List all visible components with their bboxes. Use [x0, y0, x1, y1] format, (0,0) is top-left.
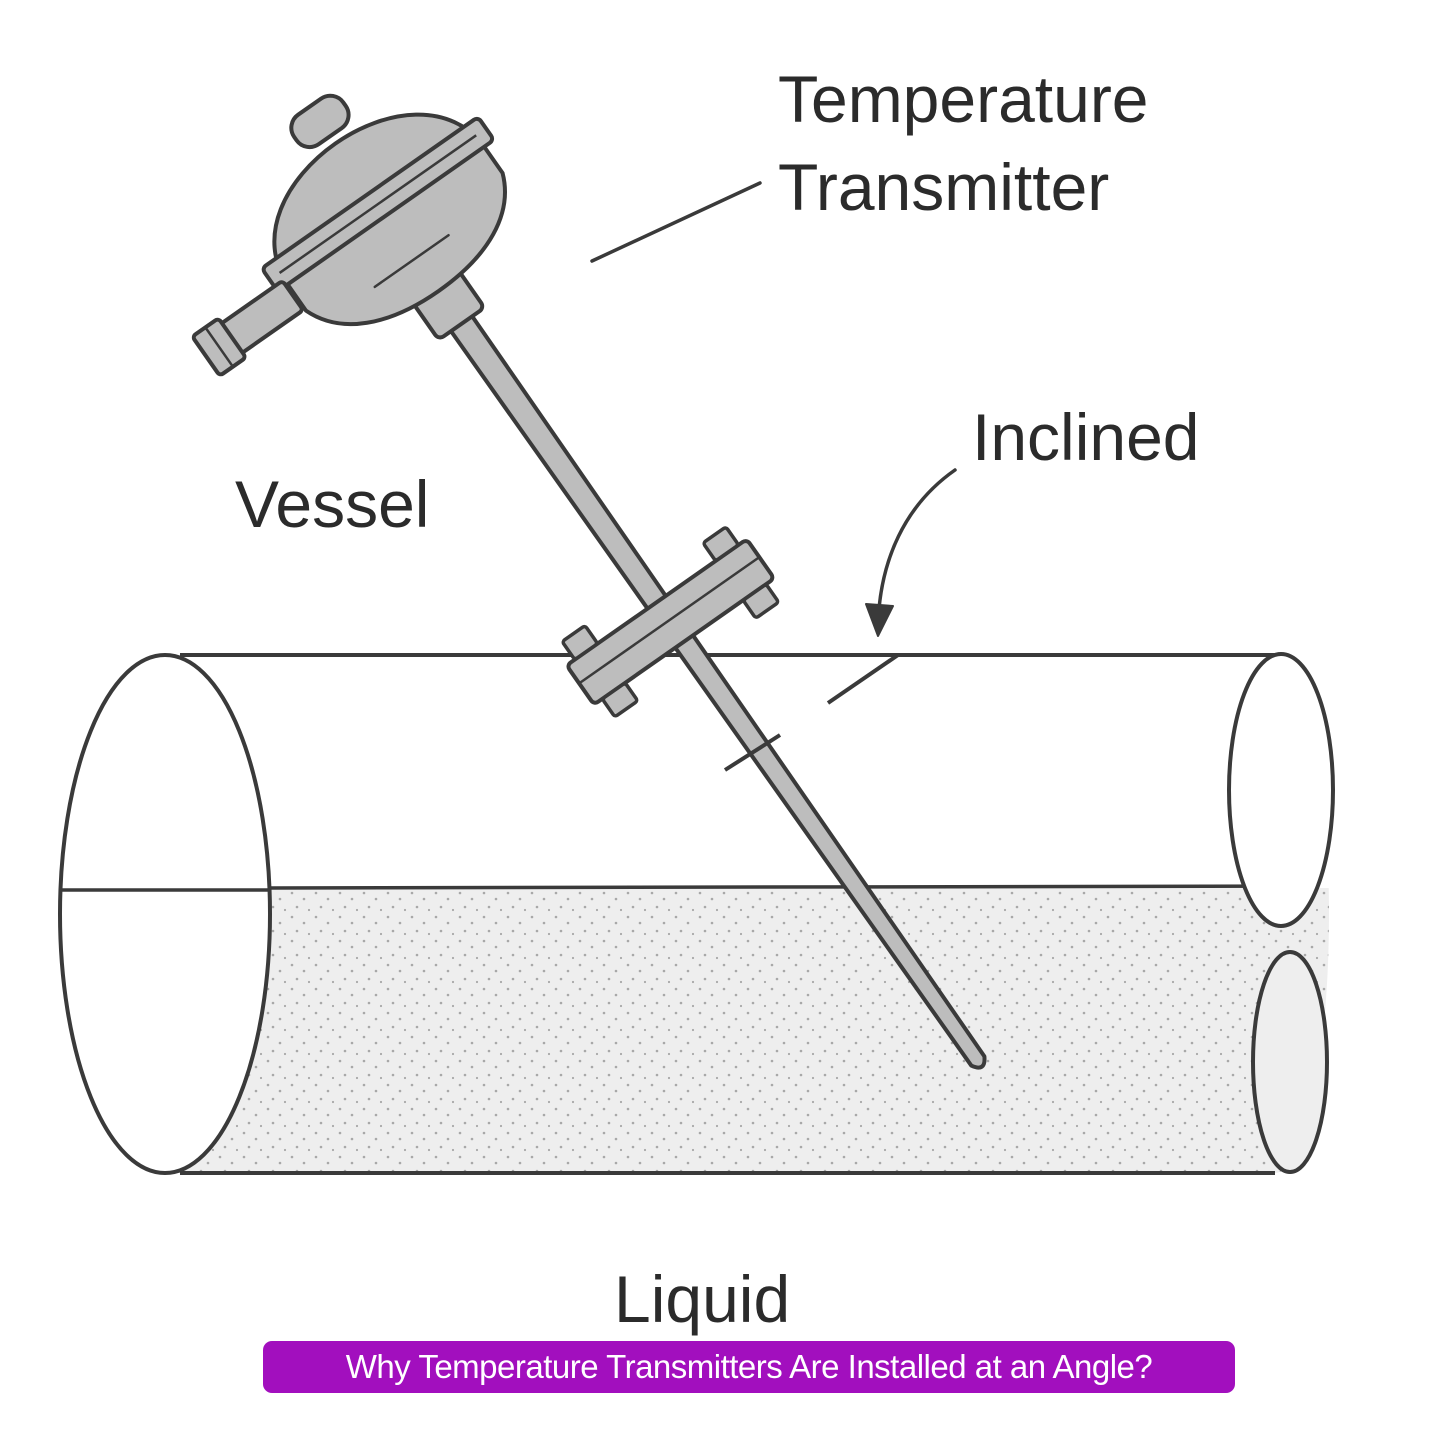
vessel-pipe — [58, 652, 1335, 1175]
caption-banner: Why Temperature Transmitters Are Install… — [263, 1341, 1235, 1393]
flange-bolt-bottom-left — [601, 682, 639, 718]
flange — [566, 539, 775, 705]
vessel-left-end — [58, 653, 272, 1175]
vessel-right-end-lower — [1251, 950, 1329, 1174]
nozzle-lower-edge — [723, 733, 782, 772]
cable-gland-ridge — [204, 326, 234, 368]
label-liquid: Liquid — [614, 1262, 790, 1336]
nozzle-opening — [826, 653, 900, 705]
flange-detail — [578, 556, 761, 685]
dome-knob — [289, 93, 351, 150]
label-inclined: Inclined — [972, 400, 1200, 474]
label-transmitter: Transmitter — [778, 150, 1109, 224]
flange-bolt-bottom-right — [742, 583, 780, 619]
label-vessel: Vessel — [235, 467, 429, 541]
label-temperature: Temperature — [778, 62, 1149, 136]
inclined-arrow — [876, 468, 957, 627]
transmitter-leader-line — [590, 181, 762, 263]
temperature-transmitter — [191, 93, 987, 1070]
probe-stem — [443, 306, 987, 1070]
flange-bolt-top-right — [702, 526, 740, 562]
inclined-arrow-head — [865, 603, 894, 637]
vessel-right-end-upper — [1227, 652, 1335, 928]
liquid-surface-line — [269, 884, 1317, 890]
dome-band-detail — [278, 134, 477, 274]
dome-highlight — [373, 233, 450, 289]
flange-bolt-top-left — [561, 624, 599, 661]
